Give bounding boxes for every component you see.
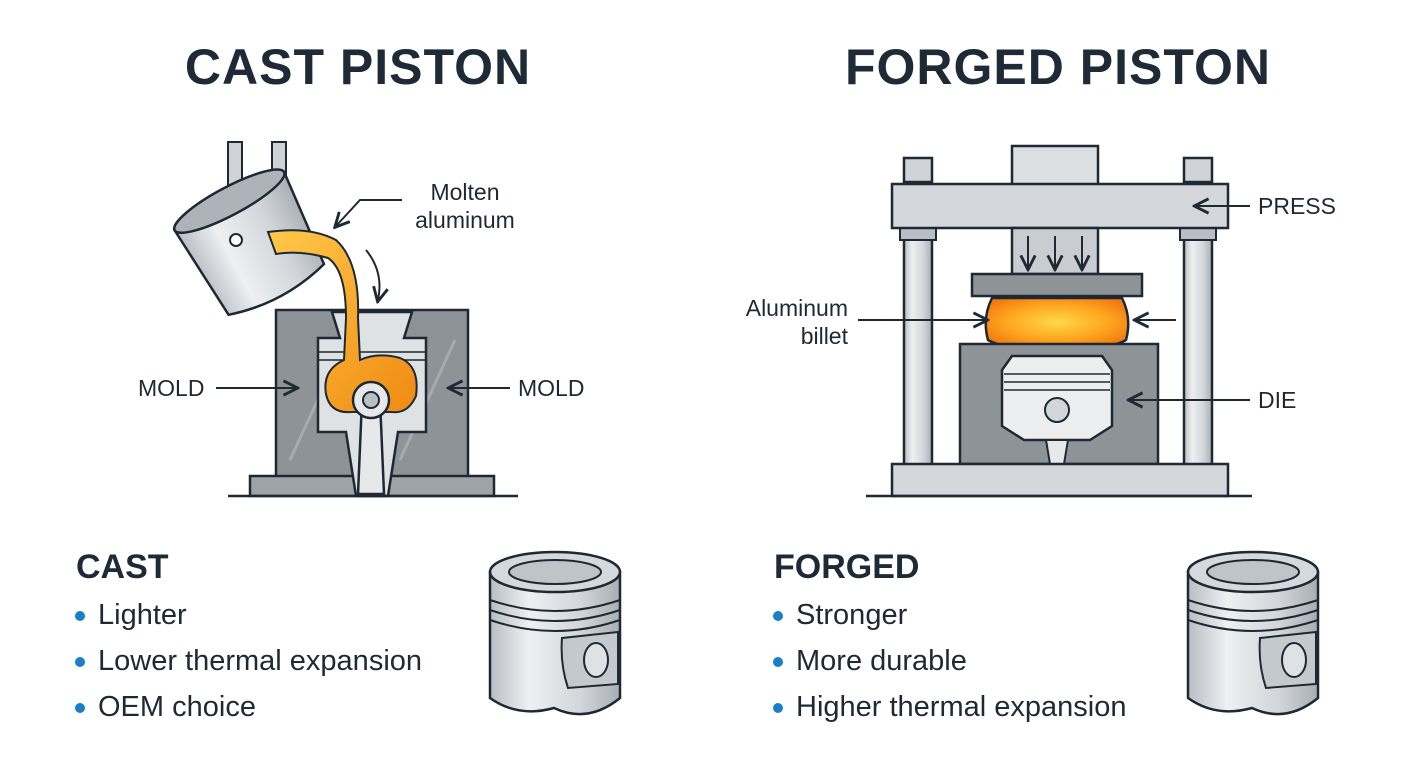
- list-item: Stronger: [772, 592, 1126, 638]
- aluminum-billet-label: Aluminum billet: [745, 295, 848, 349]
- press-crossbeam: [890, 182, 1230, 230]
- cast-heading: CAST: [76, 548, 169, 586]
- lower-die: [958, 342, 1160, 466]
- ladle-pivot: [229, 233, 243, 247]
- list-item: Lower thermal expansion: [74, 638, 422, 684]
- forged-diagram: [858, 144, 1252, 498]
- molten-aluminum-label: Molten aluminum: [415, 179, 515, 233]
- aluminum-billet: [984, 296, 1130, 348]
- mold-right-label: MOLD: [518, 375, 585, 401]
- molten-aluminum-flow: [266, 229, 418, 414]
- cast-piston-title: CAST PISTON: [184, 39, 532, 95]
- list-item: Lighter: [74, 592, 422, 638]
- forged-heading: FORGED: [774, 548, 920, 586]
- molten-arrow: [336, 199, 402, 226]
- mold-left-label: MOLD: [138, 375, 205, 401]
- ladle: [172, 168, 326, 317]
- press-ram: [1010, 144, 1100, 188]
- press-columns: [899, 156, 1217, 468]
- forged-bullet-list: Stronger More durable Higher thermal exp…: [772, 592, 1126, 730]
- forged-piston-title: FORGED PISTON: [844, 39, 1271, 95]
- die-label: DIE: [1258, 387, 1297, 413]
- forged-piston-illustration: [1186, 550, 1320, 716]
- list-item: Higher thermal expansion: [772, 684, 1126, 730]
- pour-arrow: [365, 249, 380, 300]
- list-item: More durable: [772, 638, 1126, 684]
- list-item: OEM choice: [74, 684, 422, 730]
- cast-bullet-list: Lighter Lower thermal expansion OEM choi…: [74, 592, 422, 730]
- cast-diagram: [172, 141, 518, 498]
- press-label: PRESS: [1258, 193, 1336, 219]
- press-base: [890, 462, 1230, 498]
- cast-piston-illustration: [488, 550, 622, 716]
- upper-die: [970, 272, 1144, 298]
